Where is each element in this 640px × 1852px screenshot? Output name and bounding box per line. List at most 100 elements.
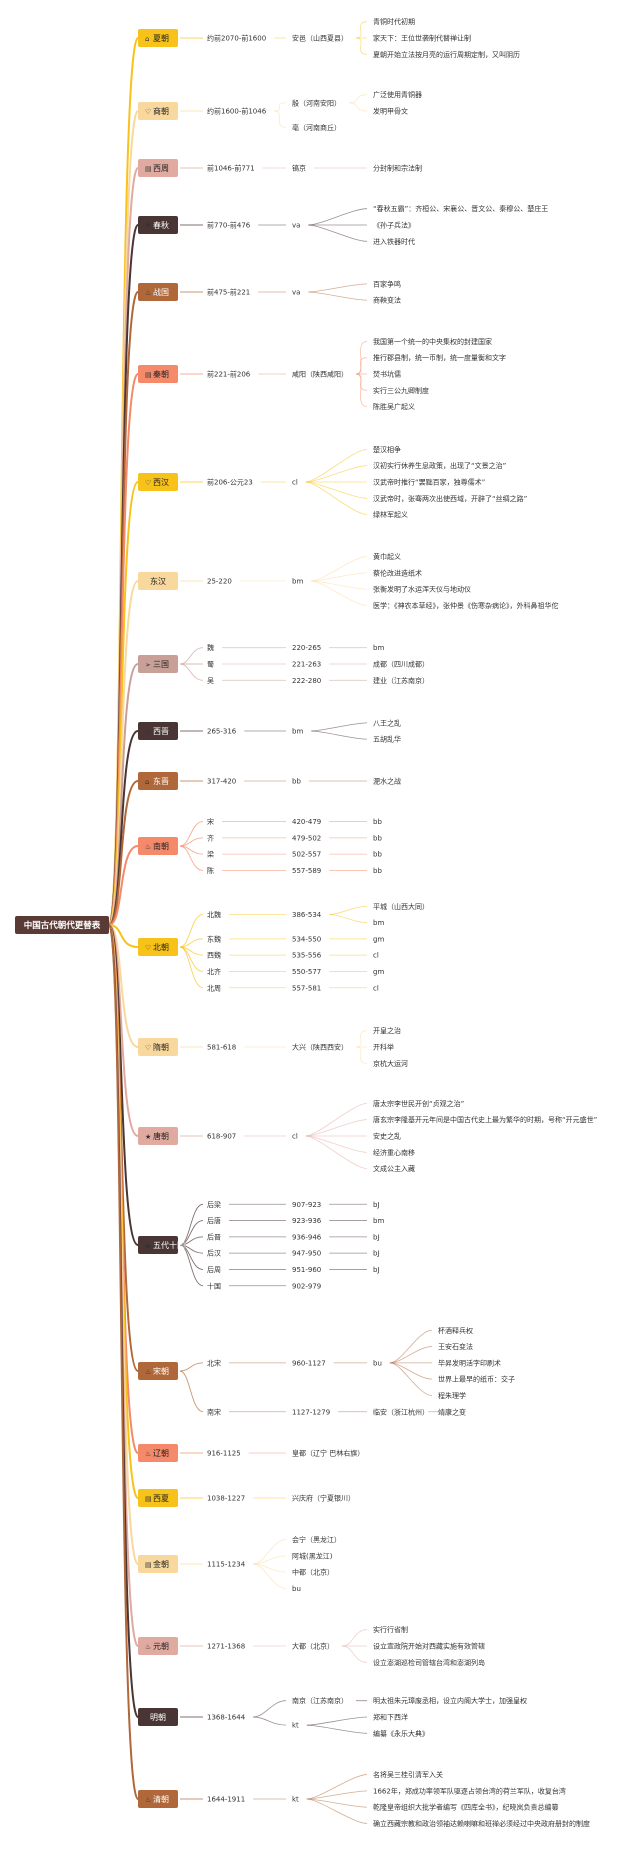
dynasty-1-box xyxy=(138,102,178,120)
dynasty-19-node[interactable]: ▤金朝 xyxy=(138,1555,178,1573)
node-label-6-0: 前206-公元23 xyxy=(207,478,253,487)
node-label-12-0: 北魏 xyxy=(207,910,221,919)
flag-icon: ⚑ xyxy=(145,222,151,230)
dynasty-18-node[interactable]: ▤西夏 xyxy=(138,1489,178,1507)
edge-19-0-0 xyxy=(253,1539,287,1565)
edge-6-0-0-0 xyxy=(305,449,368,483)
dynasty-2-node[interactable]: ▤西周 xyxy=(138,159,178,177)
node-label-0-0-0-0: 青铜时代初期 xyxy=(373,17,415,26)
dynasty-22-node[interactable]: ♨清朝 xyxy=(138,1790,178,1808)
root-node[interactable]: 中国古代朝代更替表 xyxy=(15,916,109,934)
node-label-17-0-0: 皇都（辽宁 巴林右旗） xyxy=(292,1449,364,1458)
edge-14-0-0-3 xyxy=(305,1135,368,1153)
fire-icon: ♨ xyxy=(145,1643,151,1651)
node-label-16-1: 南宋 xyxy=(207,1407,221,1416)
dynasty-5-node[interactable]: ▤秦朝 xyxy=(138,365,178,383)
edge-6-0-0-1 xyxy=(305,465,368,483)
node-label-6-0-0-0: 楚汉相争 xyxy=(373,445,401,454)
dynasty-8-node[interactable]: ➢三国 xyxy=(138,655,178,673)
edge-21-0-0 xyxy=(253,1700,287,1718)
node-label-2-0-0: 镐京 xyxy=(292,164,306,173)
dynasty-3-node[interactable]: ⚑春秋 xyxy=(138,216,178,234)
node-label-12-0-0-0: 平城（山西大同） xyxy=(373,902,429,911)
dynasty-7-node[interactable]: 东汉 xyxy=(138,572,178,590)
edge-3-0-0-0 xyxy=(308,208,368,226)
node-label-13-0-0-2: 京杭大运河 xyxy=(373,1059,408,1068)
node-label-14-0-0-4: 文成公主入藏 xyxy=(373,1164,415,1173)
node-label-12-4-0: 557-581 xyxy=(292,984,321,992)
dynasty-16-node[interactable]: ♨宋朝 xyxy=(138,1362,178,1380)
heart-icon: ♡ xyxy=(145,944,151,952)
node-label-1-0-1: 亳（河南商丘） xyxy=(292,123,341,132)
node-label-5-0-0-3: 实行三公九卿制度 xyxy=(373,386,429,395)
dynasty-20-node[interactable]: ♨元朝 xyxy=(138,1637,178,1655)
root-title: 中国古代朝代更替表 xyxy=(24,920,101,931)
dynasty-16-box xyxy=(138,1362,178,1380)
node-label-19-0-1: 阿城(黑龙江) xyxy=(292,1551,333,1560)
dynasty-1-node[interactable]: ♡商朝 xyxy=(138,102,178,120)
dynasty-20-box xyxy=(138,1637,178,1655)
dynasty-22-box xyxy=(138,1790,178,1808)
dynasty-1-name: 商朝 xyxy=(153,106,169,116)
node-label-15-3-0: 947-950 xyxy=(292,1250,321,1258)
node-label-14-0-0-1: 唐玄宗李隆基开元年间是中国古代史上最为繁华的时期，号称“开元盛世” xyxy=(373,1115,597,1124)
dynasty-5-name: 秦朝 xyxy=(153,369,169,379)
dynasty-6-node[interactable]: ♡西汉 xyxy=(138,473,178,491)
dynasty-13-node[interactable]: ♡隋朝 xyxy=(138,1038,178,1056)
node-label-15-2-0: 936-946 xyxy=(292,1233,322,1241)
dynasty-17-node[interactable]: ♨辽朝 xyxy=(138,1444,178,1462)
dynasty-0-box xyxy=(138,29,178,47)
node-label-11-0: 宋 xyxy=(207,817,214,826)
dynasty-10-name: 东晋 xyxy=(153,776,169,786)
dynasty-18-name: 西夏 xyxy=(153,1494,169,1503)
dynasty-12-box xyxy=(138,938,178,956)
dynasty-0-node[interactable]: ⌂夏朝 xyxy=(138,29,178,47)
dynasty-4-name: 战国 xyxy=(153,287,169,297)
node-label-12-2-0-0: cl xyxy=(373,952,379,960)
heart-icon: ♡ xyxy=(145,1044,151,1052)
edge-16-1 xyxy=(179,1370,204,1413)
edge-4-0-0-0 xyxy=(308,283,368,293)
heart-icon: ♡ xyxy=(145,108,151,116)
dynasty-4-node[interactable]: ♨战国 xyxy=(138,283,178,301)
node-label-22-0: 1644-1911 xyxy=(207,1796,245,1804)
dynasty-6-name: 西汉 xyxy=(153,478,169,487)
node-label-16-1-0: 1127-1279 xyxy=(292,1408,330,1416)
dynasty-15-node[interactable]: ◆五代十国 xyxy=(138,1236,185,1254)
node-label-8-2-0-0: 建业（江苏南京） xyxy=(373,676,429,685)
edge-16-0-0-0-1 xyxy=(389,1346,433,1364)
node-label-15-1-0-0: bm xyxy=(373,1217,384,1225)
dynasty-21-node[interactable]: 明朝 xyxy=(138,1708,178,1726)
node-label-1-0: 约前1600-前1046 xyxy=(207,107,267,116)
dynasty-9-node[interactable]: ♨西晋 xyxy=(138,722,178,740)
node-label-16-0-0-0-0: 杯酒释兵权 xyxy=(438,1326,473,1335)
dynasty-14-node[interactable]: ★唐朝 xyxy=(138,1127,178,1145)
edge-0-0-0-2 xyxy=(355,37,368,55)
node-label-12-1-0-0: gm xyxy=(373,935,384,943)
edge-7-0-0-2 xyxy=(311,580,368,590)
node-label-4-0: 前475-前221 xyxy=(207,288,250,297)
fire-icon: ♨ xyxy=(145,1450,151,1458)
dynasty-11-node[interactable]: ♨南朝 xyxy=(138,837,178,855)
node-label-5-0-0-2: 焚书坑儒 xyxy=(373,370,401,379)
dynasty-14-box xyxy=(138,1127,178,1145)
dynasty-12-node[interactable]: ♡北朝 xyxy=(138,938,178,956)
node-label-8-0-0-0: bm xyxy=(373,644,384,652)
branches xyxy=(108,37,139,1800)
node-label-6-0-0: cl xyxy=(292,479,298,487)
node-label-7-0-0-0: 黄巾起义 xyxy=(373,552,401,561)
node-label-11-1-0-0: bb xyxy=(373,834,382,842)
dynasty-13-box xyxy=(138,1038,178,1056)
node-label-20-0-0-2: 设立澎湖巡检司管辖台湾和澎湖列岛 xyxy=(373,1658,485,1667)
dynasty-6-box xyxy=(138,473,178,491)
node-label-8-0-0: 220-265 xyxy=(292,644,321,652)
node-label-13-0-0-0: 开皇之治 xyxy=(373,1026,401,1035)
node-label-5-0-0: 咸阳（陕西咸阳） xyxy=(292,370,348,379)
node-label-3-0: 前770-前476 xyxy=(207,221,251,230)
dynasty-19-name: 金朝 xyxy=(153,1559,169,1569)
dynasty-10-node[interactable]: ⌂东晋 xyxy=(138,772,178,790)
edge-11-3 xyxy=(179,845,204,871)
node-label-14-0-0-2: 安史之乱 xyxy=(373,1132,401,1141)
node-label-21-0-0: 南京（江苏南京） xyxy=(292,1696,348,1705)
